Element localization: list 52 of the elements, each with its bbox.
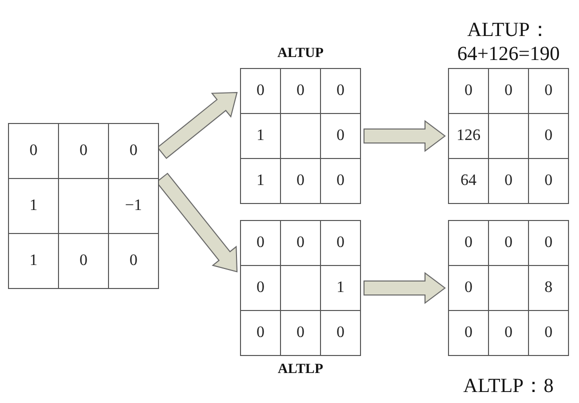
matrix-cell: 1 — [9, 234, 58, 288]
block-arrow — [156, 92, 238, 159]
matrix-caption: ALTUP： 64+126=190 — [456, 18, 561, 67]
matrix-cell: 0 — [281, 69, 320, 113]
matrix-cell: 0 — [529, 159, 568, 203]
matrix-cell: 126 — [449, 114, 488, 158]
matrix-cell: 0 — [241, 266, 280, 310]
matrix-cell: 64 — [449, 159, 488, 203]
matrix-cell: 0 — [489, 69, 528, 113]
matrix-cell: 0 — [241, 311, 280, 355]
matrix-cell: 1 — [9, 179, 58, 233]
matrix-cell: 0 — [9, 124, 58, 178]
matrix-caption: ALTLP — [278, 362, 324, 379]
matrix-cell: 0 — [321, 221, 360, 265]
matrix-cell: 1 — [321, 266, 360, 310]
matrix-cell: 0 — [489, 221, 528, 265]
matrix-caption: ALTLP：8 — [463, 374, 554, 398]
matrix-grid — [240, 68, 361, 204]
matrix-grid — [8, 123, 159, 289]
block-arrow — [364, 120, 446, 152]
matrix-cell: 0 — [449, 221, 488, 265]
matrix-cell: 0 — [449, 69, 488, 113]
matrix-caption: ALTUP — [277, 46, 324, 63]
matrix-cell: 0 — [529, 69, 568, 113]
matrix-cell: 0 — [109, 234, 158, 288]
matrix-cell: 0 — [489, 311, 528, 355]
matrix-cell: 0 — [241, 69, 280, 113]
matrix-grid — [240, 220, 361, 356]
matrix-cell: 0 — [321, 114, 360, 158]
matrix-grid — [448, 68, 569, 204]
matrix-cell: 0 — [449, 311, 488, 355]
matrix-cell: 0 — [489, 159, 528, 203]
matrix-cell: 0 — [529, 311, 568, 355]
matrix-cell: 0 — [109, 124, 158, 178]
matrix-cell: 0 — [241, 221, 280, 265]
matrix-cell: 0 — [321, 311, 360, 355]
matrix-cell: 0 — [529, 114, 568, 158]
matrix-cell: 0 — [321, 69, 360, 113]
matrix-cell: 0 — [449, 266, 488, 310]
matrix-cell: 1 — [241, 114, 280, 158]
matrix-cell: 0 — [529, 221, 568, 265]
matrix-grid — [448, 220, 569, 356]
matrix-cell: 0 — [59, 124, 108, 178]
matrix-cell: 0 — [321, 159, 360, 203]
matrix-cell: 1 — [241, 159, 280, 203]
matrix-cell: −1 — [109, 179, 158, 233]
matrix-cell: 8 — [529, 266, 568, 310]
matrix-cell: 0 — [281, 311, 320, 355]
matrix-cell: 0 — [281, 159, 320, 203]
block-arrow — [364, 272, 446, 304]
matrix-cell: 0 — [281, 221, 320, 265]
matrix-cell: 0 — [59, 234, 108, 288]
